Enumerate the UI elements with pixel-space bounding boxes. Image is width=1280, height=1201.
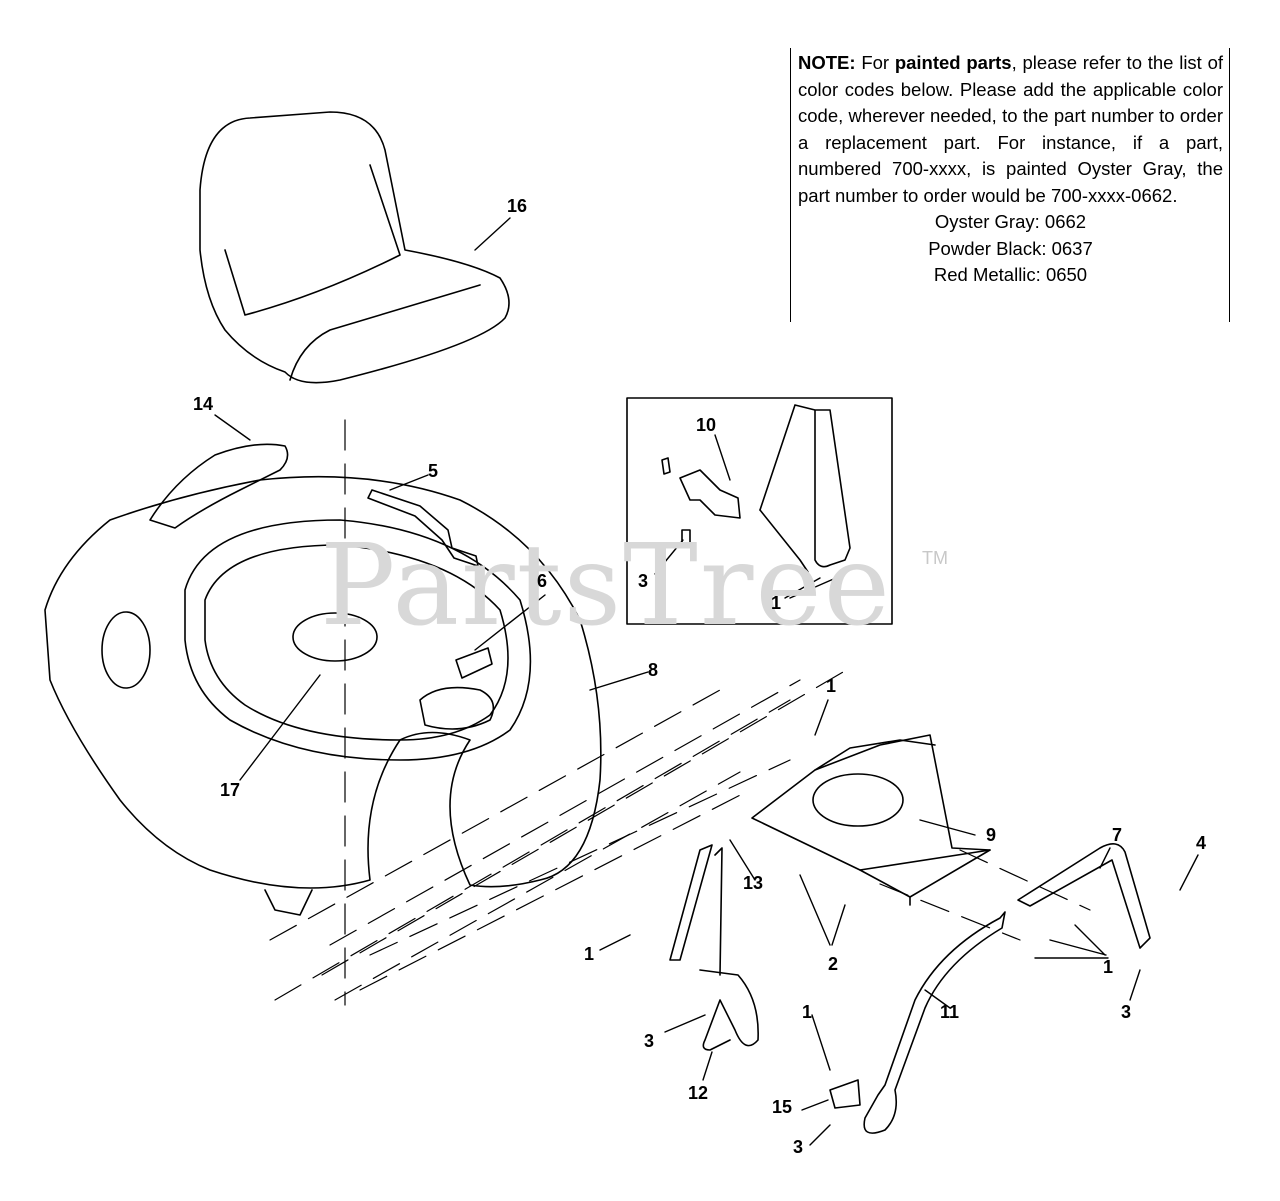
note-bold: painted parts bbox=[894, 52, 1012, 73]
callout-16: 16 bbox=[507, 196, 528, 216]
inset-bracket-part bbox=[661, 404, 851, 573]
note-body: NOTE: For painted parts, please refer to… bbox=[798, 50, 1223, 209]
callout-1-left: 1 bbox=[584, 944, 595, 964]
callout-3-bottom: 3 bbox=[793, 1137, 804, 1157]
callout-13: 13 bbox=[743, 873, 764, 893]
rod-part bbox=[367, 489, 479, 567]
color-code-note: NOTE: For painted parts, please refer to… bbox=[790, 48, 1230, 322]
callout-12: 12 bbox=[688, 1083, 709, 1103]
bar-part bbox=[1017, 843, 1151, 949]
callout-1-bottom: 1 bbox=[802, 1002, 813, 1022]
color-code-red-metallic: Red Metallic: 0650 bbox=[933, 264, 1088, 285]
callout-3-right: 3 bbox=[1121, 1002, 1132, 1022]
callout-2: 2 bbox=[828, 954, 839, 974]
watermark-trademark: TM bbox=[922, 548, 948, 568]
callout-11: 11 bbox=[940, 1002, 960, 1022]
color-code-oyster-gray: Oyster Gray: 0662 bbox=[934, 211, 1087, 232]
callout-1-top: 1 bbox=[826, 676, 837, 696]
armrest-part bbox=[149, 443, 289, 529]
note-text-1: For bbox=[855, 52, 895, 73]
callout-17: 17 bbox=[220, 780, 241, 800]
note-prefix: NOTE: bbox=[798, 52, 856, 73]
note-text-2: , please refer to the list of color code… bbox=[798, 52, 1224, 206]
color-code-powder-black: Powder Black: 0637 bbox=[928, 237, 1093, 259]
callout-10: 10 bbox=[696, 415, 717, 435]
callout-4: 4 bbox=[1196, 833, 1207, 853]
callout-1-inset: 1 bbox=[771, 593, 782, 613]
callout-7: 7 bbox=[1112, 825, 1123, 845]
frame-part bbox=[863, 911, 1006, 1134]
callout-1-right: 1 bbox=[1103, 957, 1114, 977]
callout-6: 6 bbox=[537, 571, 548, 591]
callout-3-left: 3 bbox=[644, 1031, 655, 1051]
detail-inset-box bbox=[626, 397, 893, 625]
callout-3-inset: 3 bbox=[638, 571, 649, 591]
seat-pan-part bbox=[751, 734, 991, 906]
body-shell-part bbox=[44, 475, 602, 916]
callout-14: 14 bbox=[193, 394, 214, 414]
callout-8: 8 bbox=[648, 660, 659, 680]
callout-15: 15 bbox=[772, 1097, 793, 1117]
small-bracket-part bbox=[829, 1079, 861, 1109]
callout-5: 5 bbox=[428, 461, 439, 481]
seat-part bbox=[199, 111, 510, 384]
callout-9: 9 bbox=[986, 825, 997, 845]
left-bracket-part bbox=[669, 844, 759, 1051]
